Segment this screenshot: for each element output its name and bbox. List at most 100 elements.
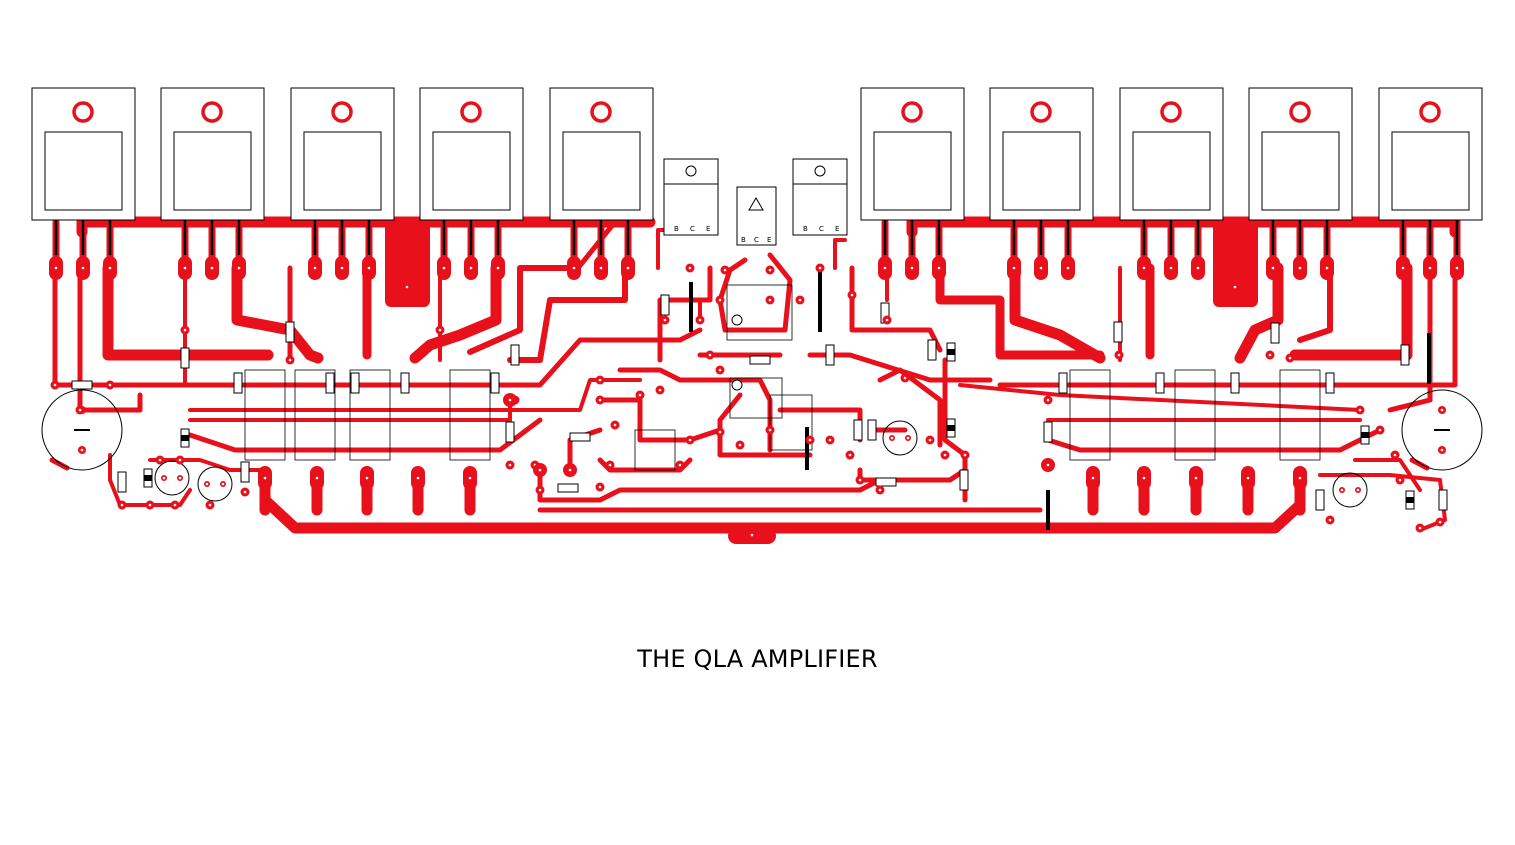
copper-trace (958, 383, 1362, 412)
copper-trace (575, 219, 653, 271)
copper-trace (597, 397, 723, 443)
drill-hole (613, 423, 617, 427)
resistor-icon (325, 372, 335, 394)
drill-hole (798, 298, 802, 302)
resistor-icon (660, 294, 670, 316)
drill-hole (768, 298, 772, 302)
drill-hole (108, 383, 112, 387)
drill-hole (1046, 398, 1050, 402)
transistor-die (173, 131, 252, 211)
drill-hole (718, 368, 722, 372)
copper-trace (777, 407, 863, 443)
drill-hole (1428, 266, 1432, 270)
drill-hole (937, 266, 941, 270)
power-transistor-icon (31, 87, 136, 255)
driver-hole (814, 165, 826, 177)
drill-hole (768, 268, 772, 272)
resistor-icon (1270, 322, 1280, 344)
center-body (736, 186, 777, 246)
drill-hole (367, 266, 371, 270)
drill-hole (54, 266, 58, 270)
capacitor-body (1401, 389, 1483, 471)
drill-hole (1455, 266, 1459, 270)
drill-hole (638, 393, 642, 397)
resistor-icon (1315, 489, 1325, 511)
copper-trace (877, 367, 943, 448)
pin-label: C (819, 225, 824, 233)
drill-hole (81, 266, 85, 270)
drill-hole (903, 376, 907, 380)
drill-hole (183, 266, 187, 270)
trimmer-pot-icon (731, 379, 743, 391)
electrolytic-capacitor-icon (197, 466, 233, 502)
drill-hole (1288, 356, 1292, 360)
component-outline (1279, 369, 1321, 461)
copper-trace (657, 265, 713, 363)
diode-band (947, 349, 955, 355)
power-transistor-icon (160, 87, 265, 255)
drill-hole (438, 328, 442, 332)
mounting-hole-icon (201, 101, 223, 123)
drill-hole (468, 476, 472, 480)
resistor-icon (853, 419, 863, 441)
mounting-hole-icon (331, 101, 353, 123)
drill-hole (598, 398, 602, 402)
copper-trace (833, 238, 847, 270)
resistor-icon (875, 477, 897, 487)
drill-hole (598, 378, 602, 382)
component-outline (1174, 369, 1216, 461)
copper-trace (187, 417, 543, 453)
drill-hole (158, 458, 162, 462)
drill-hole (78, 408, 82, 412)
driver-body (663, 158, 719, 236)
drill-hole (496, 266, 500, 270)
copper-trace (409, 262, 502, 364)
copper-trace (507, 265, 628, 363)
drill-hole (221, 482, 225, 486)
drill-hole (315, 476, 319, 480)
power-transistor-icon (549, 87, 654, 255)
drill-hole (1142, 476, 1146, 480)
transistor-die (303, 131, 382, 211)
drill-hole (263, 476, 267, 480)
drill-hole (885, 318, 889, 322)
capacitor-body (882, 420, 918, 456)
copper-trace (717, 392, 813, 458)
resistor-icon (1058, 372, 1068, 394)
driver-body (792, 158, 848, 236)
drill-hole (1271, 266, 1275, 270)
drill-hole (1356, 488, 1360, 492)
electrolytic-capacitor-icon (154, 460, 190, 496)
mounting-hole-icon (1160, 101, 1182, 123)
heatsink-pad-left (385, 222, 430, 307)
drill-hole (1440, 408, 1444, 412)
drill-hole (626, 266, 630, 270)
copper-trace (1297, 265, 1333, 343)
transistor-die (44, 131, 123, 211)
electrolytic-capacitor-icon (1401, 389, 1483, 471)
component-outline (729, 377, 783, 419)
heatsink-pad-right (1213, 222, 1258, 307)
copper-trace (857, 467, 968, 483)
resistor-icon (510, 344, 520, 366)
copper-trace (49, 457, 70, 471)
drill-hole (1438, 520, 1442, 524)
drill-hole (1358, 408, 1362, 412)
drill-hole (210, 266, 214, 270)
capacitor-body (41, 389, 123, 471)
drill-hole (538, 468, 542, 472)
copper-trace (1234, 262, 1284, 364)
drill-hole (162, 476, 166, 480)
resistor-icon (117, 471, 127, 493)
resistor-icon (285, 321, 295, 343)
pin-label: C (754, 236, 759, 244)
drill-hole (708, 353, 712, 357)
copper-trace (997, 265, 1458, 388)
resistor-icon (1438, 489, 1448, 511)
drill-hole (208, 503, 212, 507)
copper-trace (935, 263, 1105, 360)
drill-hole (1233, 285, 1237, 289)
